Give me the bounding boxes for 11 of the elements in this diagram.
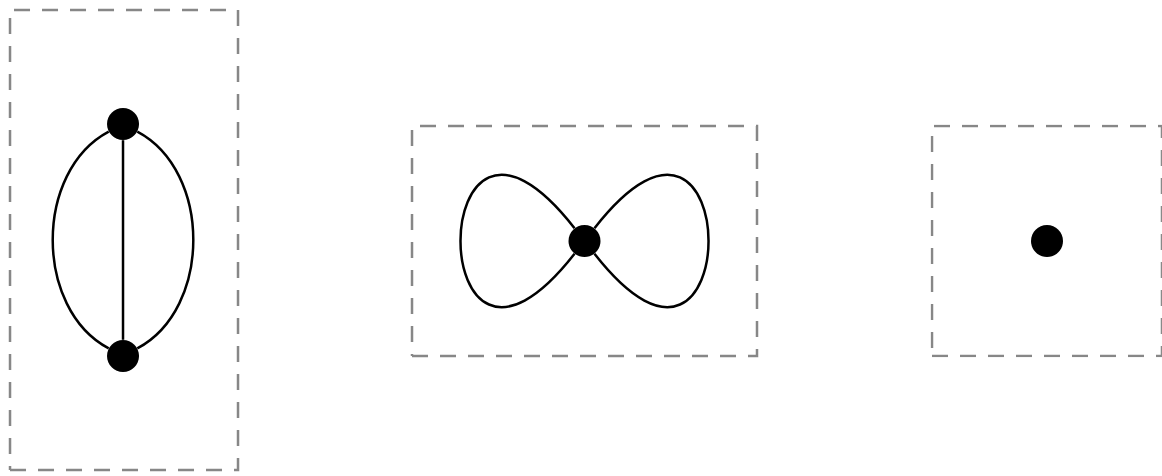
dashed-frame xyxy=(8,8,240,472)
vertex-dot xyxy=(107,340,139,372)
vertex-dot xyxy=(1031,225,1063,257)
vertex-dot xyxy=(107,108,139,140)
loop-curve xyxy=(593,175,710,307)
arc-edge xyxy=(51,130,110,350)
loop-curve xyxy=(459,175,576,307)
vertex-dot xyxy=(568,225,601,257)
dashed-frame xyxy=(410,124,759,358)
straight-edge xyxy=(121,140,125,340)
arc-edge xyxy=(136,130,195,350)
